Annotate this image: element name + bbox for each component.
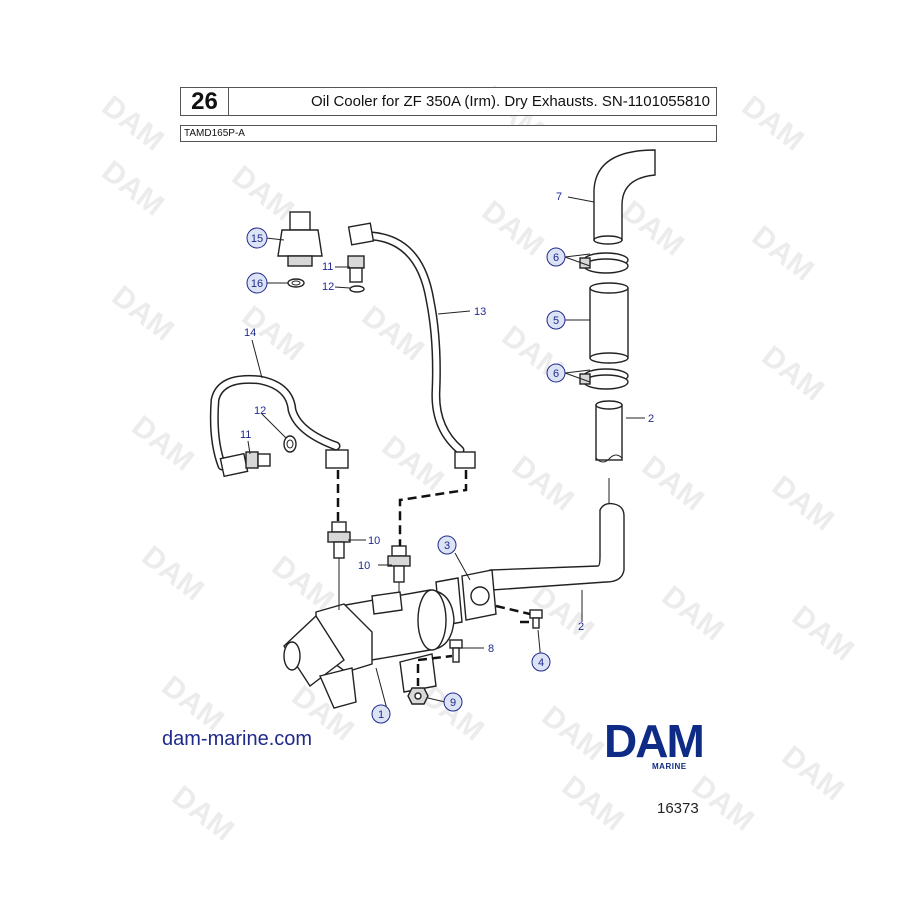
brand-sub: MARINE — [652, 762, 687, 771]
watermark: DAM — [476, 195, 550, 263]
watermark: DAM — [96, 155, 170, 223]
watermark: DAM — [556, 770, 630, 838]
callout-5[interactable]: 5 — [546, 310, 566, 330]
site-link[interactable]: dam-marine.com — [162, 728, 313, 750]
svg-text:6: 6 — [553, 252, 559, 264]
watermark: DAM — [776, 740, 850, 808]
watermark: DAM — [786, 600, 860, 668]
svg-text:13: 13 — [474, 306, 486, 318]
callout-6-lower[interactable]: 6 — [546, 363, 566, 383]
part-10-nipple-right — [387, 545, 411, 592]
svg-text:1: 1 — [378, 709, 384, 721]
watermark: DAM — [766, 470, 840, 538]
watermark: DAM — [656, 580, 730, 648]
svg-text:8: 8 — [488, 643, 494, 655]
watermark: DAM — [266, 550, 340, 618]
svg-text:12: 12 — [254, 405, 266, 417]
callout-11-left[interactable]: 11 — [240, 429, 251, 441]
svg-text:5: 5 — [553, 315, 559, 327]
part-13-oil-hose — [347, 222, 476, 546]
part-5-rubber-hose — [589, 282, 629, 364]
brand-logo: DAM MARINE — [604, 715, 740, 771]
watermark: DAM — [376, 430, 450, 498]
part-16-washer — [287, 278, 305, 288]
callout-10-left[interactable]: 10 — [368, 535, 380, 547]
callout-10-right[interactable]: 10 — [358, 560, 370, 572]
watermark: DAM — [736, 90, 810, 158]
page-number: 26 — [181, 88, 229, 115]
model-label: TAMD165P-A — [180, 125, 717, 142]
svg-text:3: 3 — [444, 540, 450, 552]
part-8-screw — [417, 639, 463, 663]
callout-1[interactable]: 1 — [371, 704, 391, 724]
svg-text:7: 7 — [556, 191, 562, 203]
svg-text:2: 2 — [648, 413, 654, 425]
callout-labels: 1 2 2 3 4 5 6 6 7 8 9 10 10 11 11 12 12 … — [240, 191, 654, 724]
watermark: DAM — [136, 540, 210, 608]
svg-text:10: 10 — [368, 535, 380, 547]
part-6-hose-clamp-lower — [579, 368, 629, 390]
watermark: DAM — [616, 195, 690, 263]
watermark: DAM — [416, 680, 490, 748]
svg-text:12: 12 — [322, 281, 334, 293]
watermark: DAM — [106, 280, 180, 348]
watermark: DAM — [746, 220, 820, 288]
svg-text:4: 4 — [538, 657, 544, 669]
header: 26 Oil Cooler for ZF 350A (Irm). Dry Exh… — [180, 87, 717, 116]
part-14-oil-hose — [209, 374, 349, 522]
part-1-oil-cooler — [283, 589, 455, 709]
part-12-washer-left — [283, 435, 297, 453]
callout-2-upper[interactable]: 2 — [648, 413, 654, 425]
watermark: DAM — [356, 300, 430, 368]
svg-text:9: 9 — [450, 697, 456, 709]
svg-text:10: 10 — [358, 560, 370, 572]
part-7-exhaust-bend — [593, 149, 656, 245]
watermark: DAM — [96, 90, 170, 158]
svg-text:15: 15 — [251, 233, 263, 245]
part-11-adapter-left — [245, 451, 271, 469]
svg-text:11: 11 — [240, 429, 251, 441]
part-10-nipple-left — [327, 521, 351, 610]
callout-2-lower[interactable]: 2 — [578, 621, 584, 633]
part-6-hose-clamp-upper — [579, 252, 629, 274]
watermark: DAM — [536, 700, 610, 768]
page-title: Oil Cooler for ZF 350A (Irm). Dry Exhaus… — [310, 93, 710, 110]
svg-text:2: 2 — [578, 621, 584, 633]
callout-12-left[interactable]: 12 — [254, 405, 266, 417]
callout-12-right[interactable]: 12 — [322, 281, 334, 293]
callout-8[interactable]: 8 — [488, 643, 494, 655]
watermark: DAM — [166, 780, 240, 848]
part-2-pipe-lower — [489, 478, 625, 591]
svg-text:11: 11 — [322, 261, 333, 273]
part-11-adapter-right — [347, 255, 365, 283]
callout-3[interactable]: 3 — [437, 535, 457, 555]
brand-name: DAM — [604, 715, 705, 767]
callout-16[interactable]: 16 — [246, 272, 268, 294]
callout-13[interactable]: 13 — [474, 306, 486, 318]
svg-text:14: 14 — [244, 327, 256, 339]
part-12-washer-right — [349, 285, 365, 293]
watermark: DAM — [756, 340, 830, 408]
watermark: DAM — [126, 410, 200, 478]
part-15-pressure-sensor — [277, 211, 323, 267]
part-2-pipe-upper — [595, 400, 623, 463]
svg-text:6: 6 — [553, 368, 559, 380]
part-9-nut — [407, 664, 429, 705]
callout-15[interactable]: 15 — [246, 227, 268, 249]
callout-6-upper[interactable]: 6 — [546, 247, 566, 267]
callout-7[interactable]: 7 — [556, 191, 562, 203]
svg-text:16: 16 — [251, 278, 263, 290]
watermark: DAM — [636, 450, 710, 518]
callout-11-right[interactable]: 11 — [322, 261, 333, 273]
callout-9[interactable]: 9 — [443, 692, 463, 712]
watermark: DAM — [226, 160, 300, 228]
callout-4[interactable]: 4 — [531, 652, 551, 672]
part-4-bolt — [495, 604, 543, 629]
figure-number: 16373 — [657, 800, 699, 817]
watermark: DAM — [506, 450, 580, 518]
callout-14[interactable]: 14 — [244, 327, 256, 339]
leader-lines — [247, 196, 645, 714]
